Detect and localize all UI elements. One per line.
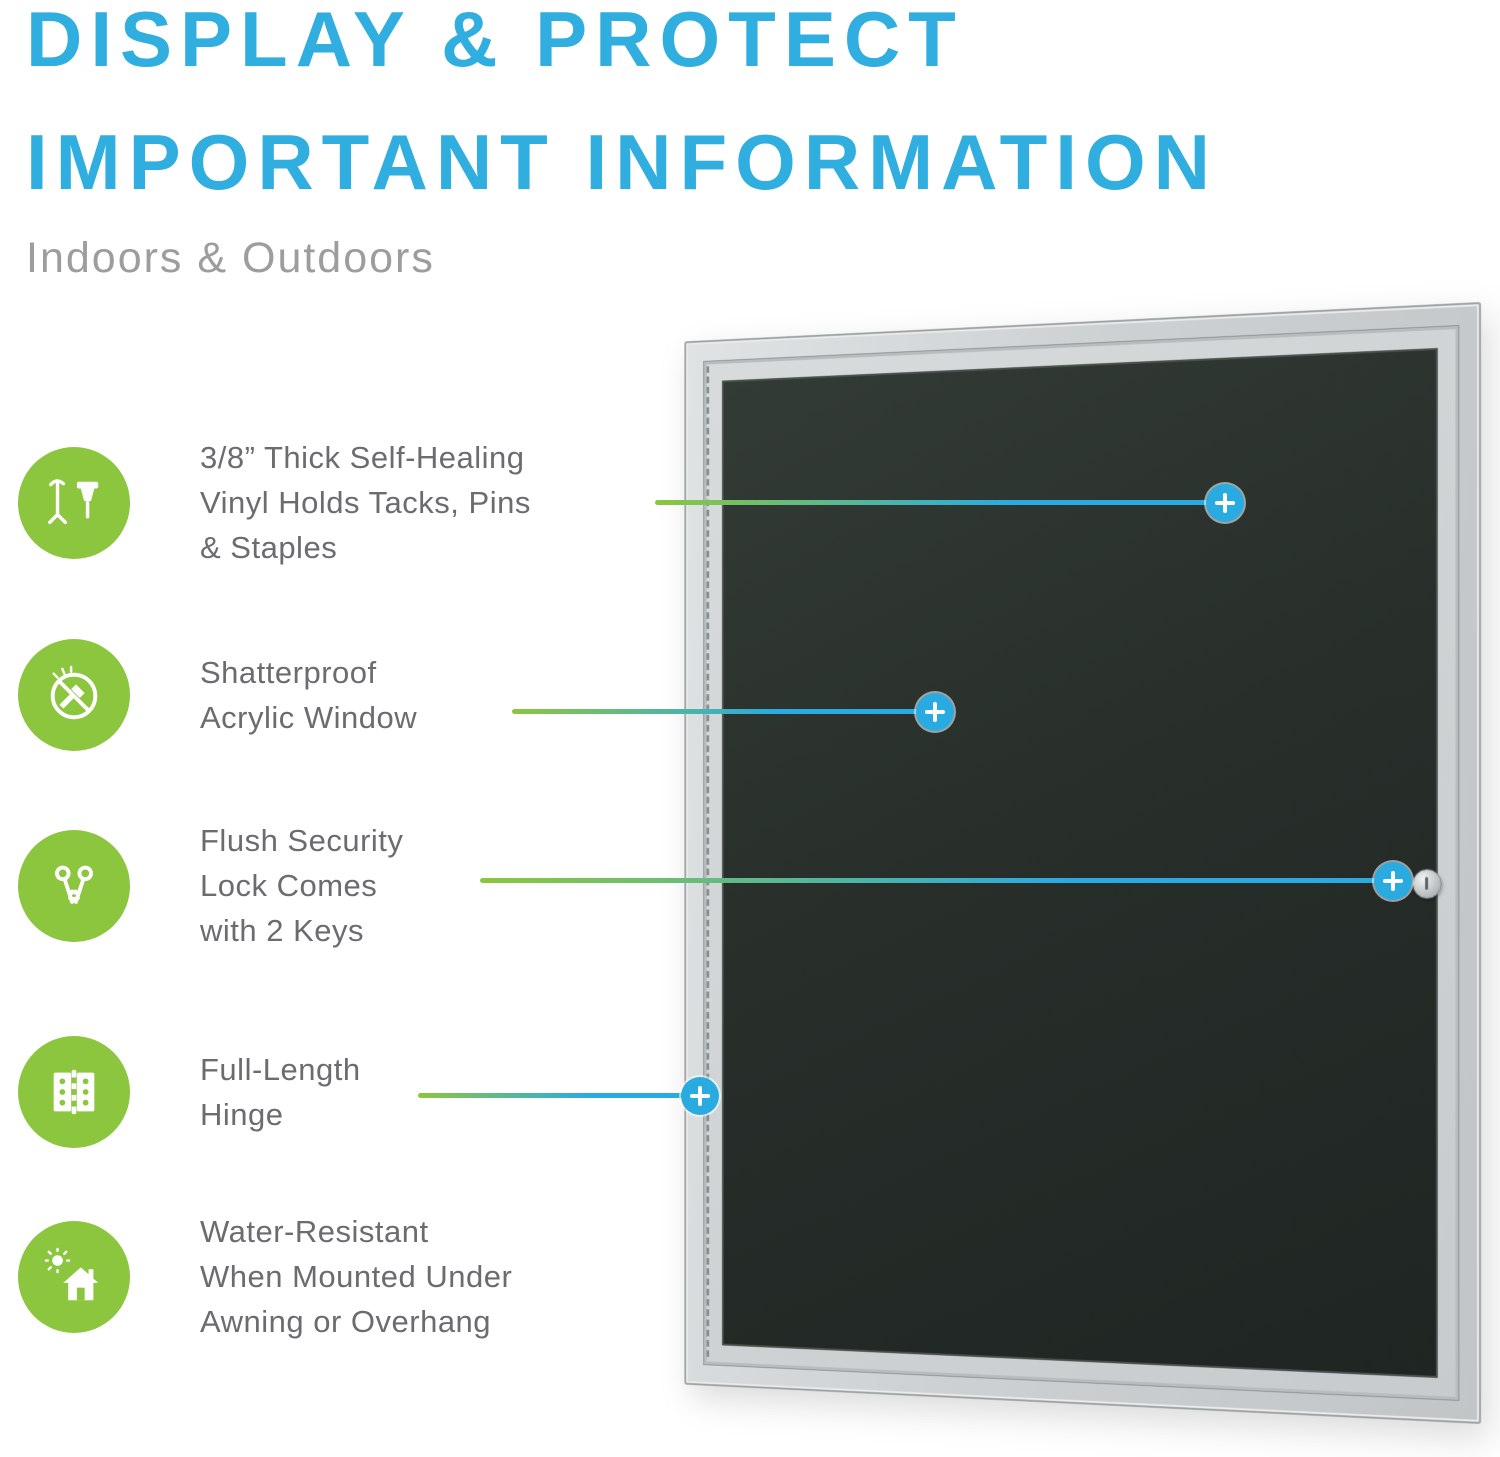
- hinge-icon: [18, 1036, 130, 1148]
- feature-lock: Flush Security Lock Comes with 2 Keys: [18, 818, 403, 953]
- feature-water-resistant: Water-Resistant When Mounted Under Awnin…: [18, 1209, 512, 1344]
- headline-line-2: IMPORTANT INFORMATION: [26, 118, 1218, 206]
- bulletin-board: [684, 302, 1481, 1424]
- callout-line-lock: [480, 878, 1378, 883]
- plus-marker-lock-icon: [1374, 862, 1412, 900]
- feature-label-hinge: Full-Length Hinge: [200, 1052, 361, 1132]
- feature-hinge: Full-Length Hinge: [18, 1036, 361, 1148]
- callout-line-acrylic: [512, 709, 920, 714]
- plus-marker-vinyl-icon: [1206, 484, 1244, 522]
- feature-vinyl: 3/8” Thick Self-Healing Vinyl Holds Tack…: [18, 435, 531, 570]
- page-title: DISPLAY & PROTECT IMPORTANT INFORMATION: [26, 0, 1426, 224]
- feature-acrylic: Shatterproof Acrylic Window: [18, 639, 417, 751]
- callout-line-hinge: [418, 1093, 686, 1098]
- plus-marker-acrylic-icon: [916, 693, 954, 731]
- feature-label-water-resistant: Water-Resistant When Mounted Under Awnin…: [200, 1214, 513, 1339]
- keys-icon: [18, 829, 130, 942]
- header: DISPLAY & PROTECT IMPORTANT INFORMATION …: [26, 0, 1426, 283]
- feature-label-lock: Flush Security Lock Comes with 2 Keys: [200, 823, 404, 948]
- feature-label-acrylic: Shatterproof Acrylic Window: [200, 655, 418, 735]
- callout-line-vinyl: [655, 500, 1210, 505]
- tack-and-pin-icon: [18, 446, 130, 559]
- subtitle: Indoors & Outdoors: [26, 234, 435, 282]
- plus-marker-hinge-icon: [681, 1077, 719, 1115]
- board-door-frame: [703, 325, 1460, 1401]
- security-lock: [1412, 868, 1442, 899]
- water-resistant-icon: [18, 1220, 130, 1333]
- feature-label-vinyl: 3/8” Thick Self-Healing Vinyl Holds Tack…: [200, 440, 531, 565]
- full-length-hinge: [706, 366, 710, 1360]
- headline-line-1: DISPLAY & PROTECT: [26, 0, 964, 83]
- shatterproof-icon: [18, 639, 130, 751]
